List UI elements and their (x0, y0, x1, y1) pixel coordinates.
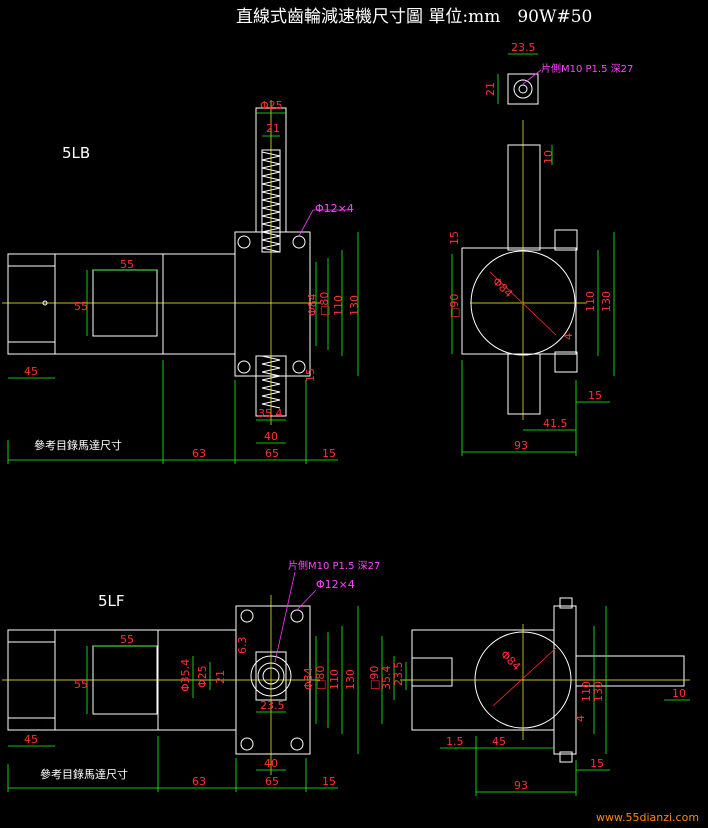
lb-thread-callout: 片側M10 P1.5 深27 (541, 62, 633, 75)
lb-dim-15-vertical: 15 (304, 368, 317, 382)
lf-dim-21: 21 (214, 670, 227, 684)
lf-thread-callout: 片側M10 P1.5 深27 (288, 559, 380, 572)
lb-view-label: 5LB (62, 144, 90, 162)
lf-dim-45: 45 (24, 733, 38, 746)
lf-view-label: 5LF (98, 592, 125, 610)
lb-side-dim-41-5: 41.5 (543, 417, 568, 430)
lf-side-dim-15: 15 (590, 757, 604, 770)
lb-dim-63: 63 (192, 447, 206, 460)
lb-dim-sq80: □80 (318, 292, 331, 316)
lb-side-dim-93: 93 (514, 439, 528, 452)
lf-dim-phi35-4: Φ35.4 (179, 659, 192, 692)
lf-front-view: 5LF 片側M10 P1.5 深27 Φ12×4 55 55 Φ35.4 Φ25… (2, 559, 380, 792)
lb-side-dim-4: 4 (562, 333, 575, 340)
lb-side-dim-15-v: 15 (448, 231, 461, 245)
lb-holes-callout: Φ12×4 (315, 202, 354, 215)
lb-front-view: 5LB 55 55 Φ25 21 Φ12×4 (2, 99, 361, 464)
lf-dim-55-horizontal: 55 (120, 633, 134, 646)
lf-side-dim-45: 45 (492, 735, 506, 748)
lb-dim-55-vertical: 55 (74, 300, 88, 313)
lf-dim-15: 15 (322, 775, 336, 788)
lf-side-dim-phi84: Φ84 (498, 648, 523, 673)
lb-motor-note: 參考目錄馬達尺寸 (34, 438, 122, 452)
lf-side-dim-110: 110 (580, 681, 593, 702)
watermark: www.55dianzi.com (596, 811, 699, 824)
lf-dim-sq80: □80 (314, 666, 327, 690)
lf-dim-phi25: Φ25 (196, 665, 209, 688)
lb-side-dim-15: 15 (588, 389, 602, 402)
lb-dim-65: 65 (265, 447, 279, 460)
lb-dim-23-5: 23.5 (511, 41, 536, 54)
lb-dim-55-horizontal: 55 (120, 258, 134, 271)
lb-dim-phi84: Φ84 (306, 293, 319, 316)
lf-side-dim-35-4: 35.4 (380, 666, 393, 691)
lb-side-view: 23.5 21 片側M10 P1.5 深27 Φ84 10 15 □90 110… (448, 41, 633, 456)
lb-side-dim-10: 10 (542, 150, 555, 164)
lf-side-dim-10: 10 (672, 687, 686, 700)
lf-side-dim-4: 4 (574, 715, 587, 722)
lf-side-view: Φ84 □90 35.4 23.5 110 130 10 4 1.5 45 15… (368, 597, 690, 796)
lf-dim-55-vertical: 55 (74, 678, 88, 691)
lb-dim-130: 130 (348, 295, 361, 316)
lb-dim-21: 21 (266, 122, 280, 135)
lf-side-dim-23-5: 23.5 (392, 662, 405, 687)
lf-dim-23-5: 23.5 (260, 699, 285, 712)
lb-dim-phi25: Φ25 (260, 99, 283, 112)
lb-dim-35-4: 35.4 (258, 407, 283, 420)
lf-holes-callout: Φ12×4 (316, 578, 355, 591)
lb-side-dim-110: 110 (584, 291, 597, 312)
lb-dim-40: 40 (264, 430, 278, 443)
lb-dim-110: 110 (332, 295, 345, 316)
lf-side-dim-130: 130 (592, 681, 605, 702)
lb-dim-45: 45 (24, 365, 38, 378)
lf-dim-110: 110 (328, 669, 341, 690)
lb-side-dim-130: 130 (600, 291, 613, 312)
lf-dim-40: 40 (264, 757, 278, 770)
lf-side-dim-sq90: □90 (368, 666, 381, 690)
lf-dim-phi84: Φ84 (302, 667, 315, 690)
lf-side-dim-93: 93 (514, 779, 528, 792)
lb-side-dim-phi84: Φ84 (490, 275, 515, 300)
lf-dim-63: 63 (192, 775, 206, 788)
lb-dim-21-side: 21 (484, 82, 497, 96)
lb-side-dim-sq90: □90 (448, 294, 461, 318)
lb-dim-15: 15 (322, 447, 336, 460)
lf-dim-65: 65 (265, 775, 279, 788)
drawing-title: 直線式齒輪減速機尺寸圖 單位:mm 90W#50 (236, 7, 592, 27)
lf-dim-6-3: 6.3 (236, 637, 249, 655)
lf-dim-130: 130 (344, 669, 357, 690)
lf-motor-note: 參考目錄馬達尺寸 (40, 767, 128, 781)
lf-side-dim-1-5: 1.5 (446, 735, 464, 748)
